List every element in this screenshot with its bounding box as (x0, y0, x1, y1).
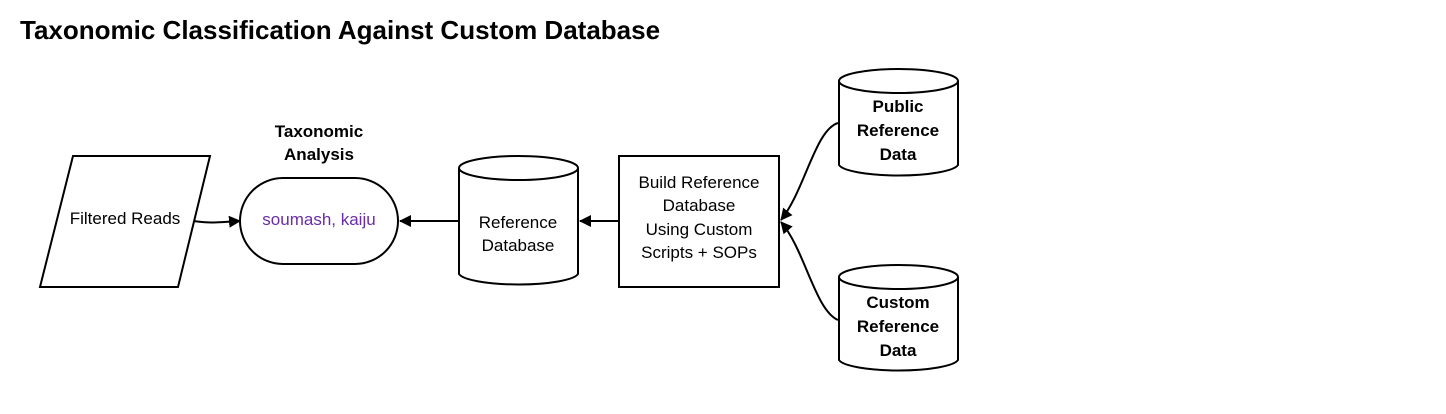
reference-database-line1: Reference (479, 213, 557, 232)
custom-reference-line3: Data (880, 341, 917, 360)
filtered-reads-node: Filtered Reads (38, 155, 212, 288)
build-reference-line1: Build Reference (639, 173, 760, 192)
custom-reference-line1: Custom (866, 293, 929, 312)
taxonomic-analysis-header-line1: Taxonomic (275, 122, 363, 141)
edge-custom-to-build (780, 221, 839, 321)
diagram-title: Taxonomic Classification Against Custom … (20, 15, 660, 45)
reference-database-line2: Database (482, 236, 555, 255)
taxonomic-analysis-header: Taxonomic Analysis (275, 122, 363, 164)
build-reference-line4: Scripts + SOPs (641, 243, 757, 262)
custom-reference-line2: Reference (857, 317, 939, 336)
reference-database-node: Reference Database (458, 155, 579, 286)
public-reference-line1: Public (872, 97, 923, 116)
taxonomic-analysis-node: soumash, kaiju (239, 177, 399, 265)
public-reference-line2: Reference (857, 121, 939, 140)
taxonomic-analysis-tools: soumash, kaiju (262, 210, 375, 229)
build-reference-line3: Using Custom (646, 220, 753, 239)
edge-public-to-build (780, 122, 839, 221)
custom-reference-node: Custom Reference Data (838, 264, 959, 372)
build-reference-node: Build Reference Database Using Custom Sc… (618, 155, 780, 288)
taxonomic-analysis-header-line2: Analysis (284, 145, 354, 164)
filtered-reads-label: Filtered Reads (70, 209, 181, 228)
build-reference-line2: Database (663, 196, 736, 215)
public-reference-line3: Data (880, 145, 917, 164)
public-reference-node: Public Reference Data (838, 68, 959, 177)
edge-reads-to-analysis (192, 215, 241, 228)
